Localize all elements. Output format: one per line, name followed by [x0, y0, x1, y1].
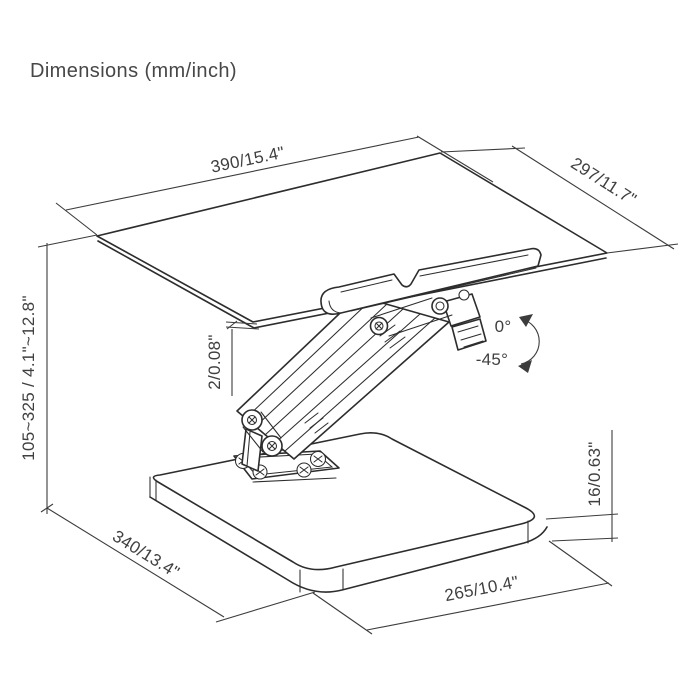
dim-label-base-thickness: 16/0.63"	[585, 441, 604, 506]
support-arm	[236, 295, 450, 460]
arm-rails	[245, 299, 436, 452]
mount-post	[241, 428, 263, 472]
dim-height-range: 105~325 / 4.1"~12.8"	[19, 234, 98, 514]
dim-base-thickness: 16/0.63"	[545, 430, 619, 542]
tilt-max-label: 0°	[495, 317, 512, 336]
arm-outline	[236, 295, 450, 460]
tilt-min-label: -45°	[476, 350, 509, 369]
bracket-outline	[320, 247, 542, 315]
dim-label-tray-width: 390/15.4"	[209, 143, 286, 177]
arm-hatch-marks	[304, 324, 406, 434]
hinge-small-screw	[458, 289, 470, 301]
mount-plate	[233, 428, 340, 483]
tray-thickness-edge	[97, 240, 607, 329]
base-corner-seams	[149, 476, 529, 593]
tray-bracket	[320, 247, 542, 315]
bracket-inner-lines	[328, 254, 537, 314]
base-bottom-edge	[149, 496, 548, 593]
page-title: Dimensions (mm/inch)	[30, 60, 237, 82]
base-top-surface	[152, 432, 536, 571]
tilt-arc	[520, 318, 540, 365]
dim-label-base-side-depth: 340/13.4"	[109, 526, 183, 581]
dim-label-tray-thickness: 2/0.08"	[205, 334, 224, 389]
top-hinge	[369, 289, 487, 351]
dim-label-tray-depth: 297/11.7"	[568, 154, 640, 210]
dim-tray-thickness: 2/0.08"	[205, 320, 260, 396]
dim-label-height-range: 105~325 / 4.1"~12.8"	[19, 295, 38, 461]
dim-label-base-front-width: 265/10.4"	[443, 572, 520, 605]
tilt-angle-annotation: 0° -45°	[476, 314, 540, 373]
base-plate	[149, 432, 548, 593]
